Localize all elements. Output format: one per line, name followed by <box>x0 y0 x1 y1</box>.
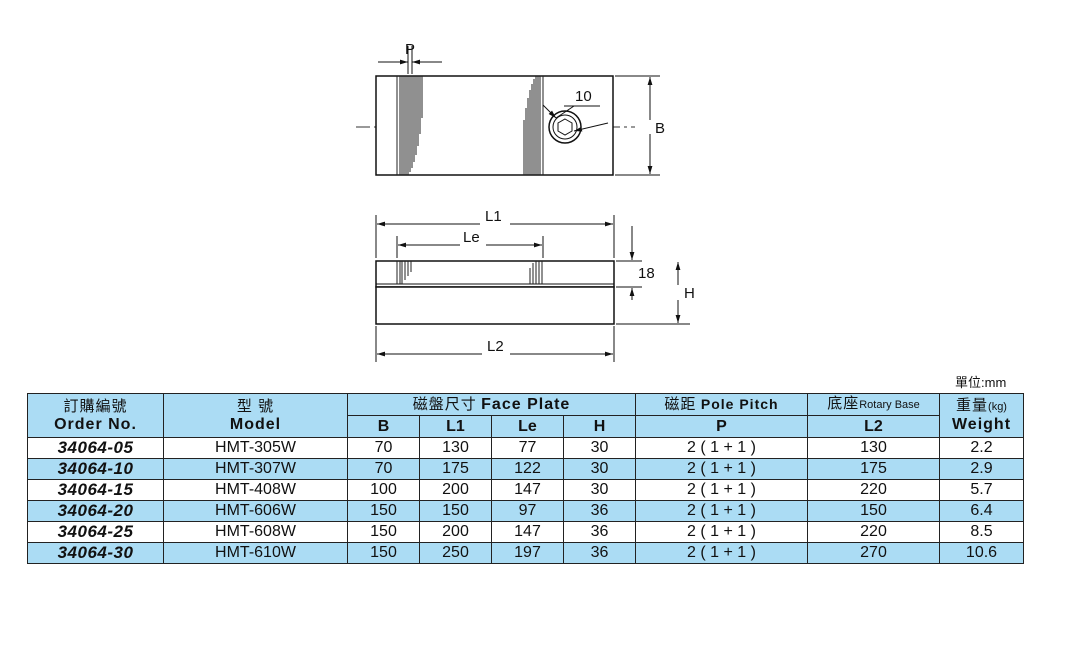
cell-b: 70 <box>347 437 420 459</box>
cell-weight: 2.2 <box>939 437 1024 459</box>
cell-weight: 10.6 <box>939 542 1024 564</box>
header-rotary-base: 底座Rotary Base <box>807 393 940 416</box>
cell-order: 34064-25 <box>27 521 164 543</box>
cell-h: 36 <box>563 500 636 522</box>
cell-b: 100 <box>347 479 420 501</box>
cell-le: 147 <box>491 521 564 543</box>
cell-p: 2 ( 1 + 1 ) <box>635 542 808 564</box>
cell-model: HMT-305W <box>163 437 348 459</box>
base-length-l2-label: L2 <box>487 338 504 355</box>
header-weight: 重量(kg) Weight <box>939 393 1024 438</box>
header-model-zh: 型 號 <box>236 397 275 415</box>
header-weight-zh: 重量 <box>956 397 989 414</box>
cell-h: 30 <box>563 479 636 501</box>
cell-order: 34064-10 <box>27 458 164 480</box>
width-b-label: B <box>655 120 665 137</box>
cell-p: 2 ( 1 + 1 ) <box>635 458 808 480</box>
cell-weight: 8.5 <box>939 521 1024 543</box>
cell-l1: 200 <box>419 479 492 501</box>
table-row: 34064-30 HMT-610W 150 250 197 36 2 ( 1 +… <box>27 542 1024 564</box>
cell-p: 2 ( 1 + 1 ) <box>635 521 808 543</box>
plate-thickness-label: 18 <box>638 265 655 282</box>
length-le-label: Le <box>463 229 480 246</box>
header-order-en: Order No. <box>54 415 137 433</box>
cell-order: 34064-15 <box>27 479 164 501</box>
cell-l2: 220 <box>807 479 940 501</box>
header-pitch-zh: 磁距 <box>664 396 697 413</box>
cell-le: 77 <box>491 437 564 459</box>
table-row: 34064-20 HMT-606W 150 150 97 36 2 ( 1 + … <box>27 500 1024 522</box>
cell-l1: 130 <box>419 437 492 459</box>
subheader-h: H <box>563 415 636 438</box>
cell-b: 150 <box>347 542 420 564</box>
subheader-p: P <box>635 415 808 438</box>
subheader-l1: L1 <box>419 415 492 438</box>
cell-le: 147 <box>491 479 564 501</box>
subheader-b: B <box>347 415 420 438</box>
pitch-label: P <box>405 41 415 58</box>
header-model: 型 號 Model <box>163 393 348 438</box>
header-face-plate: 磁盤尺寸 Face Plate <box>347 393 636 416</box>
header-face-zh: 磁盤尺寸 <box>412 395 477 413</box>
table-row: 34064-15 HMT-408W 100 200 147 30 2 ( 1 +… <box>27 479 1024 501</box>
cell-l2: 175 <box>807 458 940 480</box>
cell-b: 70 <box>347 458 420 480</box>
cell-h: 30 <box>563 458 636 480</box>
height-h-label: H <box>684 285 695 302</box>
header-model-en: Model <box>229 415 282 433</box>
top-view: 10 P B <box>356 41 665 176</box>
cell-le: 97 <box>491 500 564 522</box>
cell-p: 2 ( 1 + 1 ) <box>635 437 808 459</box>
cell-weight: 5.7 <box>939 479 1024 501</box>
header-weight-en: Weight <box>951 416 1012 433</box>
cell-order: 34064-20 <box>27 500 164 522</box>
cell-h: 30 <box>563 437 636 459</box>
cell-model: HMT-307W <box>163 458 348 480</box>
unit-label: 單位:mm <box>955 375 1007 390</box>
header-base-zh: 底座 <box>827 395 860 412</box>
cell-weight: 6.4 <box>939 500 1024 522</box>
cell-l2: 130 <box>807 437 940 459</box>
subheader-l2: L2 <box>807 415 940 438</box>
cell-le: 197 <box>491 542 564 564</box>
spec-table: 訂購編號 Order No. 型 號 Model 磁盤尺寸 Face Plate… <box>27 393 1024 564</box>
cell-p: 2 ( 1 + 1 ) <box>635 500 808 522</box>
header-pitch-en: Pole Pitch <box>700 396 779 412</box>
header-weight-unit: (kg) <box>988 401 1007 413</box>
cell-le: 122 <box>491 458 564 480</box>
header-order-zh: 訂購編號 <box>63 397 128 415</box>
cell-p: 2 ( 1 + 1 ) <box>635 479 808 501</box>
cell-l2: 220 <box>807 521 940 543</box>
table-row: 34064-10 HMT-307W 70 175 122 30 2 ( 1 + … <box>27 458 1024 480</box>
cell-h: 36 <box>563 521 636 543</box>
header-face-en: Face Plate <box>481 395 571 413</box>
cell-l1: 175 <box>419 458 492 480</box>
cell-model: HMT-606W <box>163 500 348 522</box>
header-base-en: Rotary Base <box>859 399 920 411</box>
cell-order: 34064-30 <box>27 542 164 564</box>
cell-l1: 200 <box>419 521 492 543</box>
table-row: 34064-05 HMT-305W 70 130 77 30 2 ( 1 + 1… <box>27 437 1024 459</box>
cell-order: 34064-05 <box>27 437 164 459</box>
hole-diameter-label: 10 <box>575 88 592 105</box>
cell-b: 150 <box>347 521 420 543</box>
side-view: L1 Le 18 <box>375 208 695 362</box>
cell-l1: 250 <box>419 542 492 564</box>
cell-weight: 2.9 <box>939 458 1024 480</box>
cell-model: HMT-608W <box>163 521 348 543</box>
technical-drawing: 10 P B L1 Le <box>356 41 695 362</box>
table-row: 34064-25 HMT-608W 150 200 147 36 2 ( 1 +… <box>27 521 1024 543</box>
length-l1-label: L1 <box>485 208 502 225</box>
cell-l2: 150 <box>807 500 940 522</box>
subheader-le: Le <box>491 415 564 438</box>
cell-h: 36 <box>563 542 636 564</box>
cell-model: HMT-610W <box>163 542 348 564</box>
header-pole-pitch: 磁距 Pole Pitch <box>635 393 808 416</box>
cell-l1: 150 <box>419 500 492 522</box>
cell-l2: 270 <box>807 542 940 564</box>
cell-b: 150 <box>347 500 420 522</box>
cell-model: HMT-408W <box>163 479 348 501</box>
header-order-no: 訂購編號 Order No. <box>27 393 164 438</box>
